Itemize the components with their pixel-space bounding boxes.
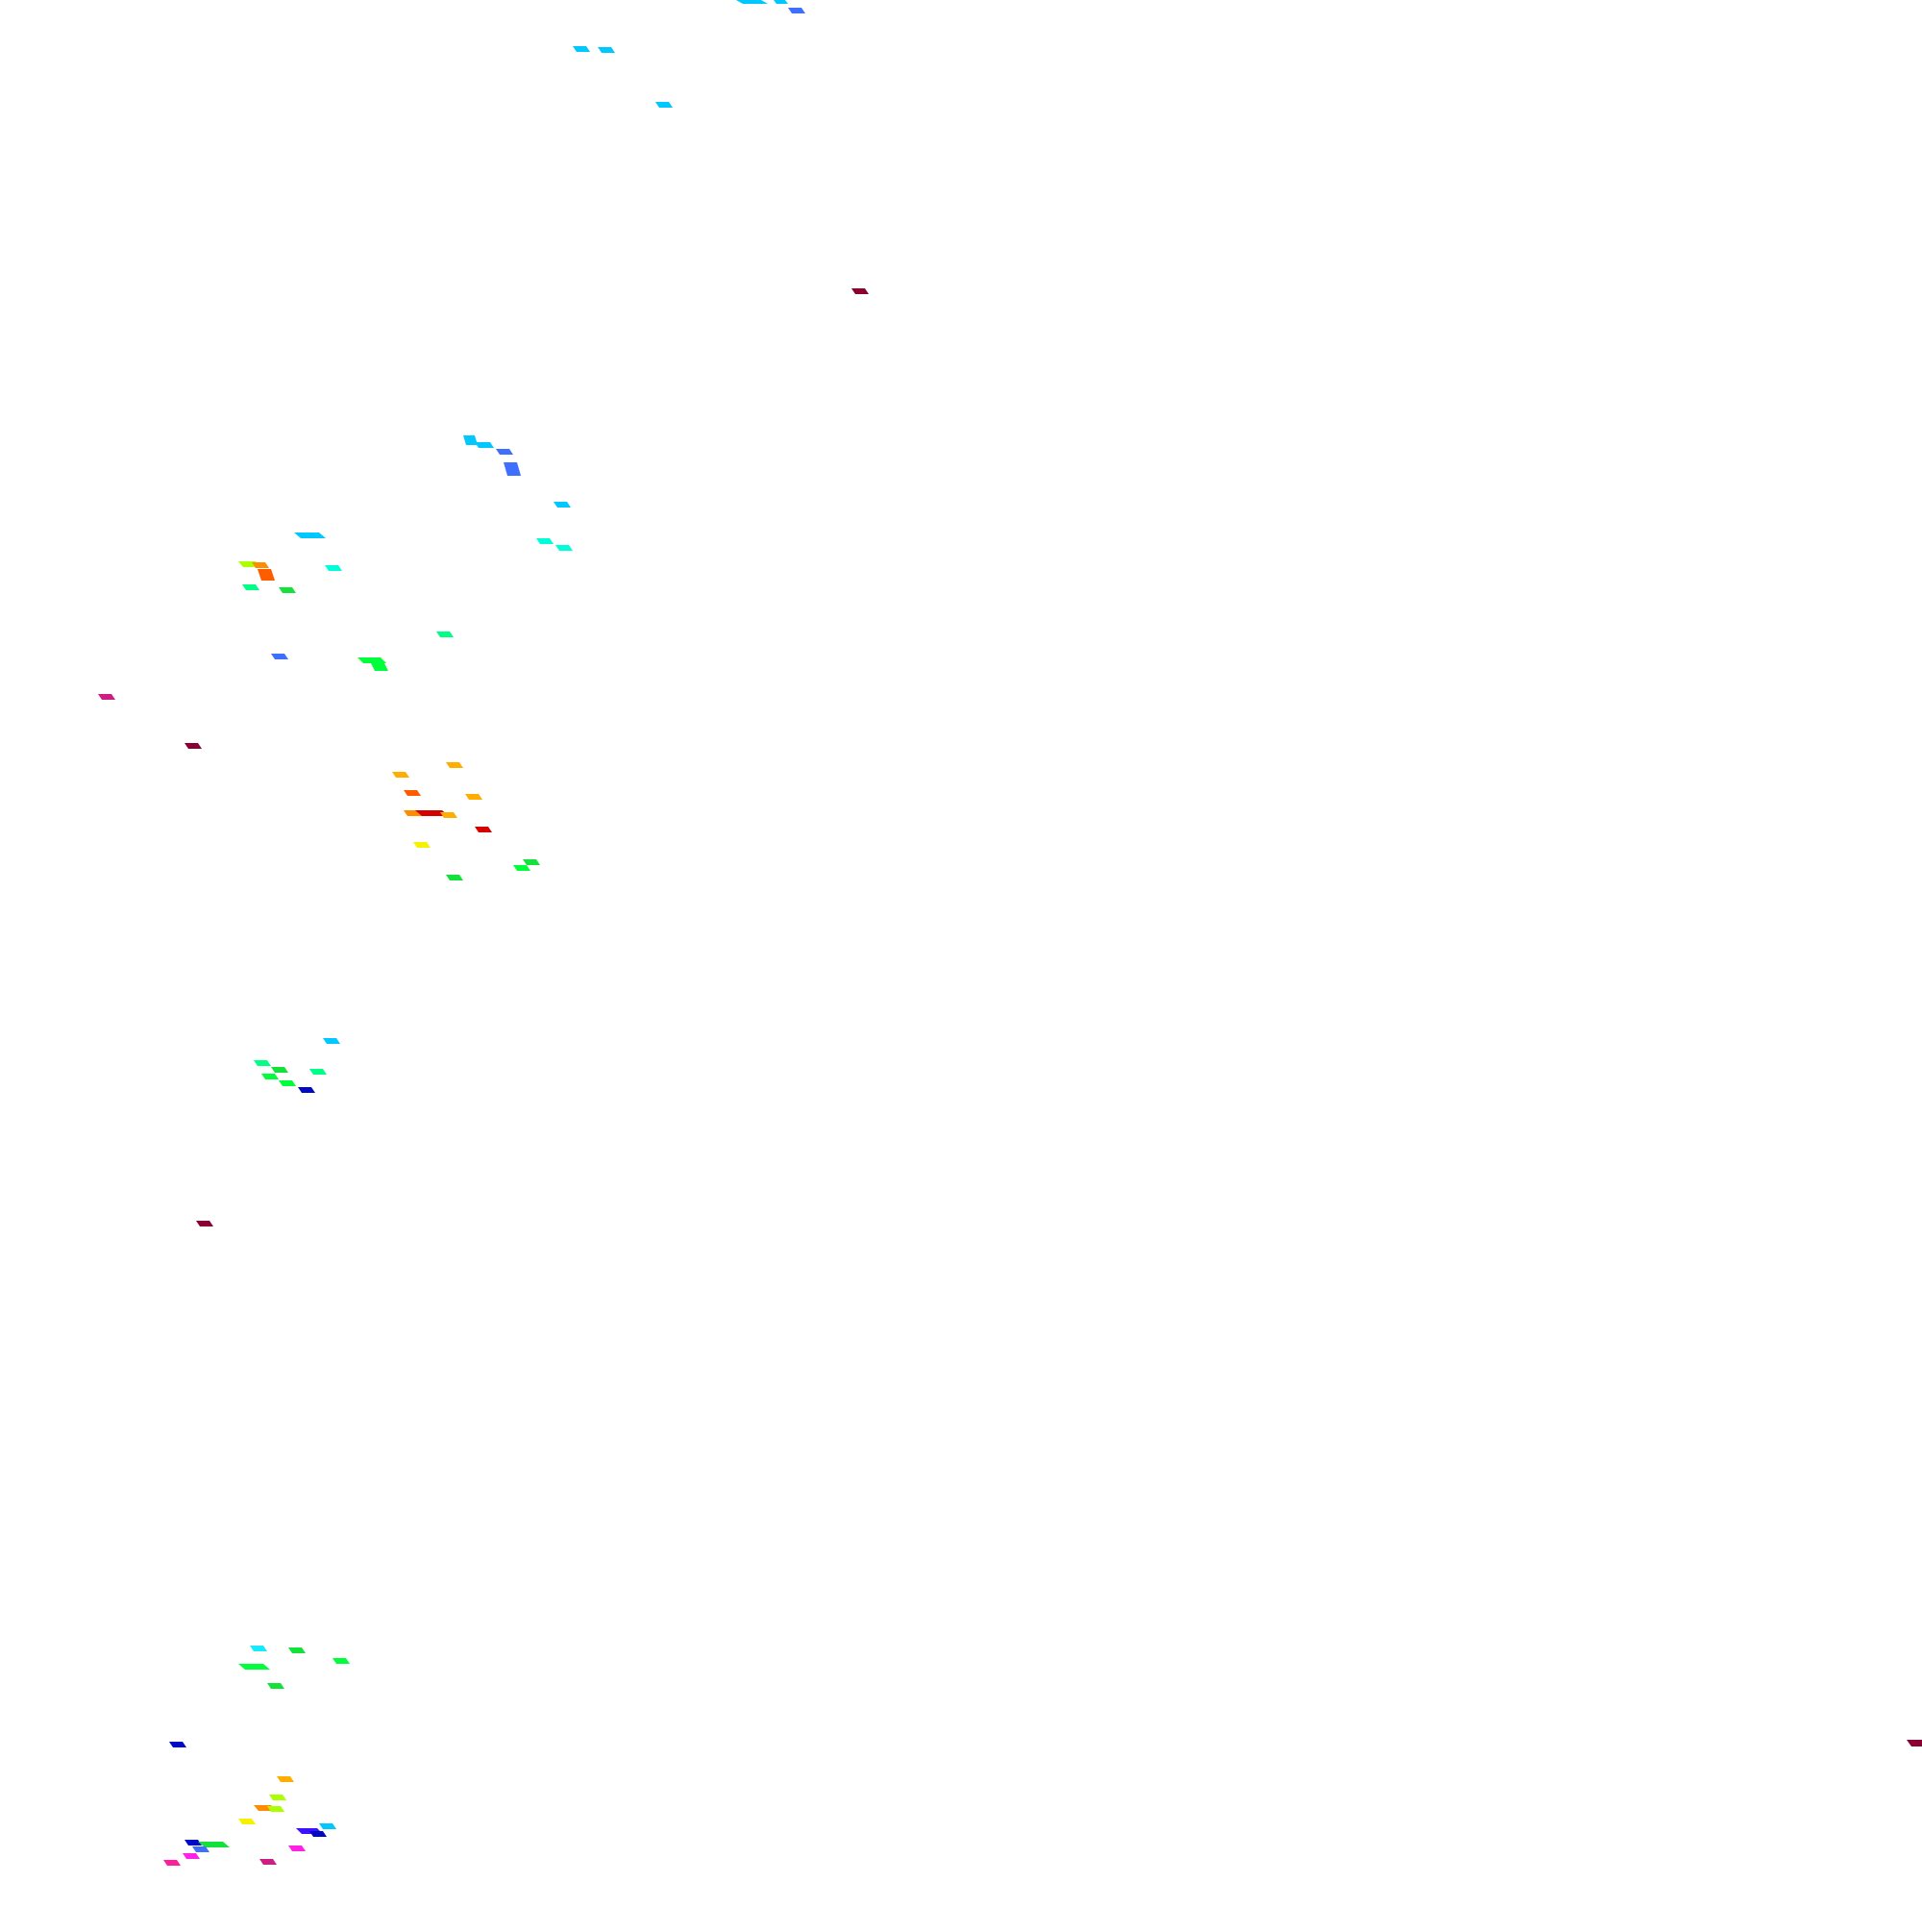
color-mark bbox=[573, 46, 590, 52]
color-mark bbox=[198, 1842, 230, 1847]
color-mark bbox=[169, 1742, 186, 1747]
color-mark bbox=[475, 827, 492, 832]
color-mark bbox=[371, 663, 388, 671]
color-mark bbox=[183, 1853, 200, 1859]
color-mark bbox=[298, 1087, 315, 1093]
color-mark bbox=[258, 569, 275, 581]
color-mark bbox=[598, 47, 615, 53]
color-mark bbox=[185, 1840, 202, 1845]
color-mark bbox=[1907, 1740, 1922, 1746]
color-mark bbox=[555, 545, 573, 551]
color-mark bbox=[163, 1860, 181, 1866]
color-mark bbox=[554, 502, 571, 508]
color-mark bbox=[254, 1060, 271, 1066]
color-mark bbox=[269, 1795, 286, 1800]
color-mark bbox=[325, 565, 342, 571]
color-mark bbox=[774, 0, 788, 4]
color-mark bbox=[475, 442, 494, 448]
color-mark bbox=[196, 1221, 213, 1226]
color-mark bbox=[192, 1846, 209, 1852]
color-mark bbox=[288, 1845, 306, 1851]
color-mark bbox=[504, 462, 521, 476]
color-mark bbox=[440, 812, 457, 818]
color-mark bbox=[357, 657, 386, 663]
color-mark bbox=[436, 632, 454, 637]
color-mark bbox=[496, 449, 513, 455]
color-mark bbox=[513, 865, 530, 871]
color-mark bbox=[279, 587, 296, 593]
color-mark bbox=[261, 1074, 279, 1079]
color-mark bbox=[294, 533, 326, 538]
color-mark bbox=[536, 538, 554, 544]
color-mark bbox=[463, 435, 478, 445]
color-mark bbox=[271, 654, 288, 659]
color-mark bbox=[446, 875, 463, 880]
color-mark bbox=[655, 102, 673, 108]
color-mark bbox=[252, 562, 269, 568]
color-mark bbox=[250, 1646, 267, 1651]
color-mark bbox=[323, 1038, 340, 1044]
color-mark bbox=[736, 0, 768, 4]
color-mark bbox=[259, 1859, 277, 1865]
color-mark bbox=[333, 1658, 350, 1664]
color-mark bbox=[851, 288, 869, 294]
color-mark bbox=[413, 842, 431, 848]
color-mark bbox=[267, 1806, 284, 1812]
color-mark bbox=[309, 1069, 327, 1075]
color-mark bbox=[319, 1823, 336, 1829]
color-mark bbox=[267, 1683, 284, 1689]
color-mark bbox=[465, 794, 482, 800]
color-mark bbox=[404, 790, 421, 796]
color-mark bbox=[277, 1776, 294, 1782]
color-mark bbox=[415, 810, 449, 816]
color-mark bbox=[446, 762, 463, 768]
color-mark bbox=[185, 743, 202, 749]
color-mark bbox=[98, 694, 115, 700]
color-mark bbox=[288, 1647, 306, 1653]
color-mark bbox=[788, 8, 805, 13]
color-mark bbox=[279, 1080, 296, 1086]
color-mark bbox=[242, 584, 259, 590]
color-mark bbox=[392, 772, 409, 778]
color-mark bbox=[238, 1819, 256, 1824]
color-mark bbox=[523, 859, 540, 865]
color-mark bbox=[309, 1831, 327, 1837]
color-mark bbox=[271, 1067, 288, 1073]
color-mark bbox=[238, 1664, 270, 1670]
